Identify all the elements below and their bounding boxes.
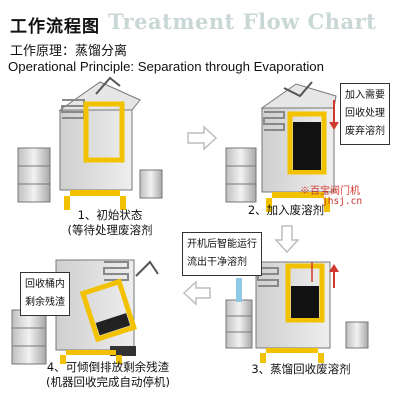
step1-machine <box>17 76 163 210</box>
step3-machine <box>225 261 369 363</box>
step1-caption: 1、初始状态 (等待处理废溶剂 <box>30 208 190 238</box>
title-cn: 工作流程图 <box>10 17 100 37</box>
principle-en: Operational Principle: Separation throug… <box>8 59 324 74</box>
step2-note-line3: 废弃溶剂 <box>345 126 385 137</box>
step3-caption: 3、蒸馏回收废溶剂 <box>226 362 376 377</box>
step4-note-line1: 回收桶内 <box>25 279 65 290</box>
step1-barrels <box>17 147 51 203</box>
step4-note: 回收桶内 剩余残渣 <box>20 272 70 316</box>
step2-caption: 2、加入废溶剂 <box>216 203 356 218</box>
step2-barrels <box>225 147 257 203</box>
step4-caption: 4、可倾倒排放剩余残渣 (机器回收完成自动停机) <box>18 360 198 390</box>
step3-clean-barrels <box>225 299 253 349</box>
step4-note-line2: 剩余残渣 <box>25 297 65 308</box>
step3-note: 开机后智能运行 流出干净溶剂 <box>182 232 262 276</box>
arrow-1-to-2 <box>187 125 218 151</box>
step4-caption-line2: (机器回收完成自动停机) <box>46 375 170 389</box>
title-en: Treatment Flow Chart <box>108 9 377 34</box>
step3-note-line1: 开机后智能运行 <box>187 239 257 250</box>
step2-note-line2: 回收处理 <box>345 108 385 119</box>
step3-caption-line1: 3、蒸馏回收废溶剂 <box>251 362 351 376</box>
step4-machine <box>11 259 159 365</box>
step4-caption-line1: 4、可倾倒排放剩余残渣 <box>46 360 170 374</box>
step2-note: 加入需要 回收处理 废弃溶剂 <box>340 83 390 145</box>
step1-caption-line2: (等待处理废溶剂 <box>67 223 153 237</box>
watermark-line2: jhsj.cn <box>322 196 363 207</box>
arrow-3-to-4 <box>182 280 211 306</box>
step2-caption-line1: 2、加入废溶剂 <box>247 203 325 217</box>
step3-note-line2: 流出干净溶剂 <box>187 257 247 268</box>
arrow-2-to-3 <box>274 225 300 254</box>
step2-note-line1: 加入需要 <box>345 90 385 101</box>
watermark-line1: ※百宝阀门机 <box>300 186 360 197</box>
principle-cn: 工作原理：蒸馏分离 <box>10 44 128 59</box>
step1-caption-line1: 1、初始状态 <box>77 208 143 222</box>
step2-machine <box>225 81 339 212</box>
